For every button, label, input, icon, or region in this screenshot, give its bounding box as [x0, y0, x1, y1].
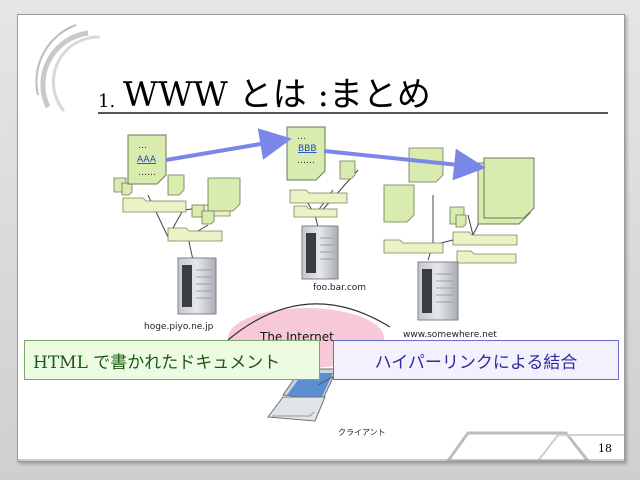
doc-a-dots-top: … — [138, 141, 147, 151]
client-label: クライアント — [338, 428, 386, 437]
callout-html-documents: HTML で書かれたドキュメント — [24, 340, 320, 380]
doc-a-link[interactable]: AAA — [137, 155, 157, 165]
host-label-left: hoge.piyo.ne.jp — [144, 322, 214, 332]
doc-b-link[interactable]: BBB — [298, 144, 317, 154]
www-diagram: The Internet — [18, 126, 624, 461]
document-target — [477, 157, 535, 225]
callout-hyperlink: ハイパーリンクによる結合 — [333, 340, 619, 380]
server-right — [417, 261, 459, 321]
folders — [122, 189, 518, 264]
doc-a-dots-bottom: …… — [138, 168, 156, 178]
title-number: 1. — [98, 91, 116, 112]
host-label-right: www.somewhere.net — [403, 330, 497, 340]
title-text: WWW とは :まとめ — [123, 75, 431, 115]
slide: 1. WWW とは :まとめ The Internet — [17, 14, 625, 462]
decorative-arcs — [35, 24, 101, 112]
server-left — [177, 257, 217, 315]
server-middle — [301, 225, 339, 280]
title-underline — [98, 112, 608, 114]
document-aaa: … AAA …… — [127, 134, 167, 185]
host-label-middle: foo.bar.com — [313, 283, 366, 293]
doc-b-dots-top: … — [297, 132, 306, 142]
footer-decoration — [446, 431, 590, 461]
hyperlink-arrows — [165, 128, 486, 181]
small-documents — [113, 147, 467, 228]
document-bbb: … BBB …… — [286, 126, 326, 181]
doc-b-dots-bottom: …… — [297, 156, 315, 166]
page-number: 18 — [598, 442, 612, 455]
